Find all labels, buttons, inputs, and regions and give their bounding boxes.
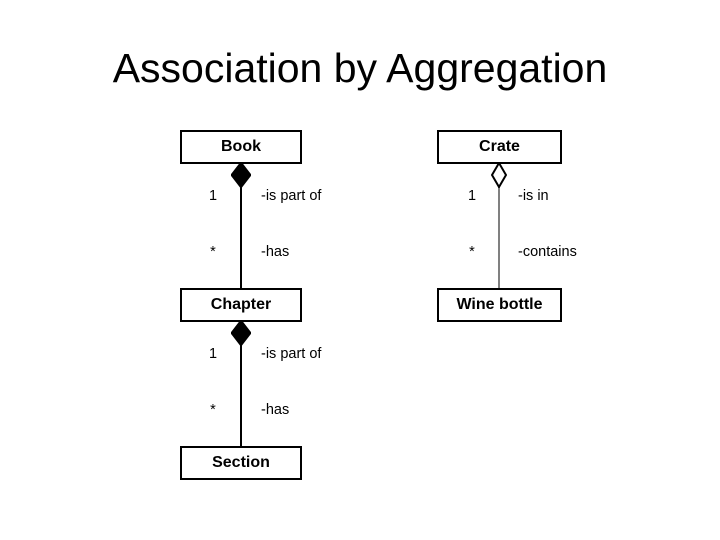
class-box-section[interactable]: Section [180, 446, 302, 480]
role-book-chapter-whole: -is part of [261, 188, 322, 204]
class-box-chapter[interactable]: Chapter [180, 288, 302, 322]
class-box-wine-bottle[interactable]: Wine bottle [437, 288, 562, 322]
role-crate-winebottle-part: -contains [518, 244, 577, 260]
multiplicity-book-chapter-part: * [210, 244, 216, 260]
multiplicity-book-chapter-whole: 1 [208, 188, 218, 204]
class-box-book[interactable]: Book [180, 130, 302, 164]
role-crate-winebottle-whole: -is in [518, 188, 549, 204]
connector-chapter-section [240, 318, 242, 448]
role-chapter-section-whole: -is part of [261, 346, 322, 362]
multiplicity-chapter-section-whole: 1 [208, 346, 218, 362]
class-name-book: Book [221, 138, 261, 155]
class-name-section: Section [212, 454, 270, 471]
class-name-wine-bottle: Wine bottle [456, 296, 543, 313]
multiplicity-crate-winebottle-part: * [469, 244, 475, 260]
page-title: Association by Aggregation [112, 45, 608, 91]
composition-diamond-chapter [231, 320, 251, 346]
connector-crate-winebottle [498, 160, 500, 292]
aggregation-diamond-crate [491, 162, 507, 188]
class-name-chapter: Chapter [210, 296, 272, 313]
connector-book-chapter [240, 160, 242, 292]
multiplicity-chapter-section-part: * [210, 402, 216, 418]
multiplicity-crate-winebottle-whole: 1 [467, 188, 477, 204]
role-chapter-section-part: -has [261, 402, 290, 418]
class-box-crate[interactable]: Crate [437, 130, 562, 164]
class-name-crate: Crate [479, 138, 520, 155]
role-book-chapter-part: -has [261, 244, 290, 260]
composition-diamond-book [231, 162, 251, 188]
